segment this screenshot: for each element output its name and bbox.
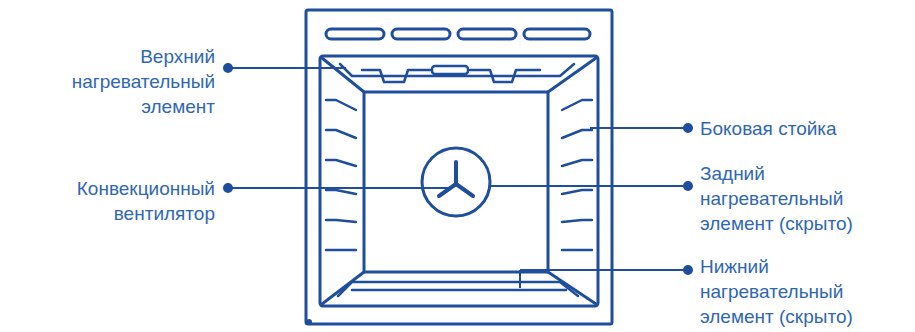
panel-slot [524,29,590,39]
side-rack [326,100,592,250]
part-label: Конвекционный вентилятор [45,176,215,226]
panel-slot [326,29,384,39]
part-label: Верхний нагревательный элемент [45,44,215,119]
part-label: Боковая стойка [700,116,900,141]
leader-line [224,64,692,288]
fan-blades [439,162,473,196]
bottom-heating-element [338,282,578,296]
panel-slot [392,29,450,39]
back-wall [364,92,548,272]
part-label: Задний нагревательный элемент (скрыто) [700,161,880,236]
top-heating-element [340,64,574,82]
panel-slot [458,29,516,39]
oven-cavity [320,56,598,306]
oven-housing [306,10,612,324]
convection-fan [422,148,490,216]
part-label: Нижний нагревательный элемент (скрыто) [700,254,880,329]
